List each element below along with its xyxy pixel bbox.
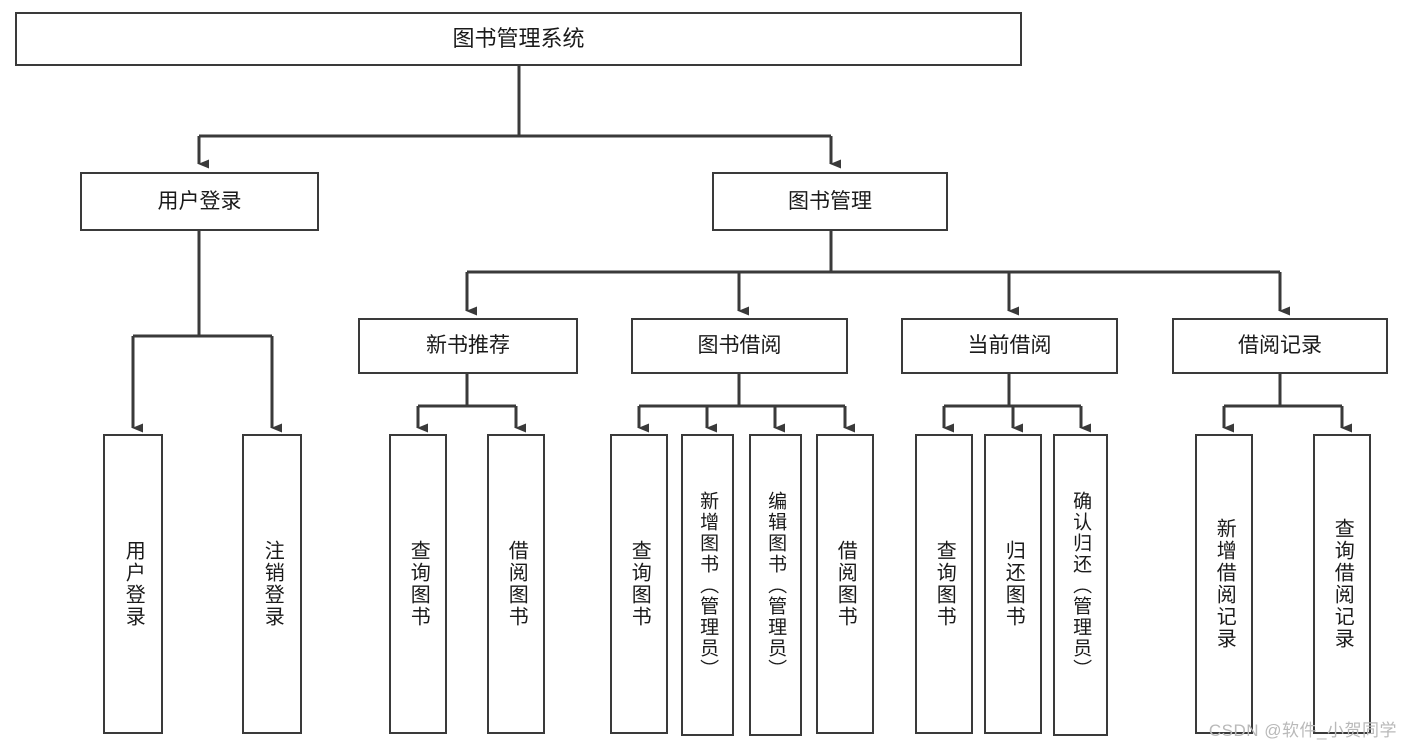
leaf-label: 查询图书 bbox=[407, 540, 430, 628]
leaf-label: 查询借阅记录 bbox=[1331, 518, 1354, 650]
leaf-label: 确认归还（管理员） bbox=[1070, 490, 1092, 680]
node-current-borrow[interactable]: 当前借阅 bbox=[901, 318, 1118, 374]
node-borrow-record[interactable]: 借阅记录 bbox=[1172, 318, 1388, 374]
leaf-current-return-book[interactable]: 归还图书 bbox=[984, 434, 1042, 734]
leaf-borrow-query-book[interactable]: 查询图书 bbox=[610, 434, 668, 734]
node-root[interactable]: 图书管理系统 bbox=[15, 12, 1022, 66]
leaf-recommend-borrow-book[interactable]: 借阅图书 bbox=[487, 434, 545, 734]
leaf-borrow-edit-book-admin[interactable]: 编辑图书（管理员） bbox=[749, 434, 802, 736]
node-new-book-recommend-label: 新书推荐 bbox=[426, 334, 510, 358]
leaf-label: 新增借阅记录 bbox=[1213, 518, 1236, 650]
leaf-borrow-borrow-book[interactable]: 借阅图书 bbox=[816, 434, 874, 734]
node-book-management-label: 图书管理 bbox=[788, 189, 872, 213]
leaf-label: 用户登录 bbox=[122, 540, 145, 628]
leaf-label: 归还图书 bbox=[1002, 540, 1025, 628]
node-book-management[interactable]: 图书管理 bbox=[712, 172, 948, 231]
node-current-borrow-label: 当前借阅 bbox=[967, 334, 1052, 358]
leaf-user-login-logout[interactable]: 注销登录 bbox=[242, 434, 302, 734]
leaf-label: 查询图书 bbox=[628, 540, 651, 628]
leaf-user-login-login[interactable]: 用户登录 bbox=[103, 434, 163, 734]
node-root-label: 图书管理系统 bbox=[452, 25, 585, 51]
watermark: CSDN @软件_小贺同学 bbox=[1208, 721, 1397, 740]
leaf-recommend-query-book[interactable]: 查询图书 bbox=[389, 434, 447, 734]
leaf-label: 注销登录 bbox=[261, 540, 284, 628]
node-book-borrow-label: 图书借阅 bbox=[697, 334, 782, 358]
leaf-record-query-record[interactable]: 查询借阅记录 bbox=[1313, 434, 1371, 734]
node-book-borrow[interactable]: 图书借阅 bbox=[631, 318, 848, 374]
leaf-current-query-book[interactable]: 查询图书 bbox=[915, 434, 973, 734]
leaf-label: 新增图书（管理员） bbox=[697, 490, 719, 680]
leaf-label: 借阅图书 bbox=[834, 540, 857, 628]
node-borrow-record-label: 借阅记录 bbox=[1238, 334, 1322, 358]
leaf-label: 编辑图书（管理员） bbox=[765, 490, 787, 680]
node-user-login[interactable]: 用户登录 bbox=[80, 172, 319, 231]
leaf-label: 借阅图书 bbox=[505, 540, 528, 628]
leaf-borrow-add-book-admin[interactable]: 新增图书（管理员） bbox=[681, 434, 734, 736]
leaf-label: 查询图书 bbox=[933, 540, 956, 628]
node-user-login-label: 用户登录 bbox=[157, 189, 242, 213]
leaf-record-add-record[interactable]: 新增借阅记录 bbox=[1195, 434, 1253, 734]
leaf-current-confirm-return-admin[interactable]: 确认归还（管理员） bbox=[1053, 434, 1108, 736]
node-new-book-recommend[interactable]: 新书推荐 bbox=[358, 318, 578, 374]
